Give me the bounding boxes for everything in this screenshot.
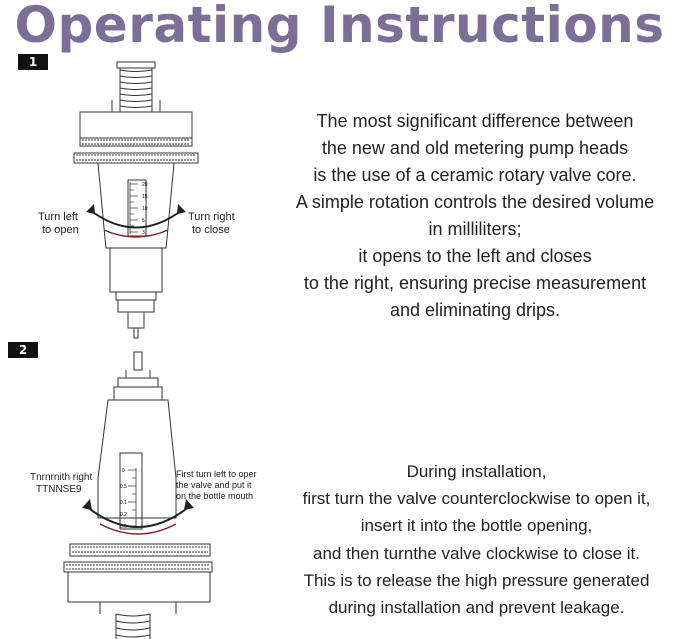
description-line: and then turnthe valve clockwise to clos… <box>313 543 640 563</box>
description-line: is the use of a ceramic rotary valve cor… <box>313 165 637 185</box>
description-line: to the right, ensuring precise measureme… <box>303 273 647 293</box>
first-turn-left-label: on the bottle mouth <box>176 491 253 501</box>
pump-head-illustration-1: 20 15 10 5 3 Turn left to open Turn righ… <box>38 61 235 339</box>
scale-mark: 0.2 <box>120 512 127 518</box>
turn-left-label: to open <box>42 224 79 236</box>
step-1-description: The most significant difference between … <box>270 108 679 324</box>
description-line: The most significant difference between <box>316 111 634 131</box>
turn-right-label: to close <box>192 224 230 236</box>
description-line: it opens to the left and closes <box>358 246 592 266</box>
description-line: the new and old metering pump heads <box>321 138 629 158</box>
pump-head-illustration-2: 0 0.5 0.1 0.2 0.5 Tnrnrnith right TTNNSE… <box>30 351 257 639</box>
description-line: first turn the valve counterclockwise to… <box>302 489 651 509</box>
description-line: This is to release the high pressure gen… <box>303 570 650 590</box>
scale-mark: 15 <box>142 194 148 200</box>
description-line: During installation, <box>406 462 547 481</box>
turn-right-label-mirrored: Tnrnrnith right <box>30 472 92 483</box>
volume-scale-2: 0 0.5 0.1 0.2 0.5 <box>120 468 137 530</box>
volume-scale-1: 20 15 10 5 3 <box>129 182 148 236</box>
scale-mark: 3 <box>142 230 145 236</box>
scale-mark: 0.5 <box>120 524 127 530</box>
first-turn-left-label: the valve and put it <box>176 480 252 490</box>
scale-mark: 10 <box>142 206 148 212</box>
description-line: A simple rotation controls the desired v… <box>295 192 655 212</box>
scale-mark: 0 <box>122 468 125 474</box>
scale-mark: 0.1 <box>120 500 127 506</box>
step-1-badge: 1 <box>18 54 48 70</box>
turn-right-label-mirrored: TTNNSE9 <box>36 484 82 495</box>
scale-mark: 0.5 <box>120 484 127 490</box>
turn-left-label: Turn left <box>38 211 78 223</box>
turn-right-label: Turn right <box>188 211 235 223</box>
rotation-arrow-icon <box>86 204 186 238</box>
step-2-description: During installation, first turn the valv… <box>274 458 679 621</box>
scale-mark: 20 <box>142 182 148 188</box>
page-title: Operating Instructions <box>14 0 665 54</box>
step-2-badge: 2 <box>8 342 38 358</box>
description-line: insert it into the bottle opening, <box>360 516 593 536</box>
description-line: and eliminating drips. <box>389 300 561 320</box>
rotation-arrow-icon <box>82 499 194 535</box>
description-line: during installation and prevent leakage. <box>328 598 625 618</box>
description-line: in milliliters; <box>428 219 522 239</box>
scale-mark: 5 <box>142 218 145 224</box>
first-turn-left-label: First turn left to oper <box>176 469 257 479</box>
